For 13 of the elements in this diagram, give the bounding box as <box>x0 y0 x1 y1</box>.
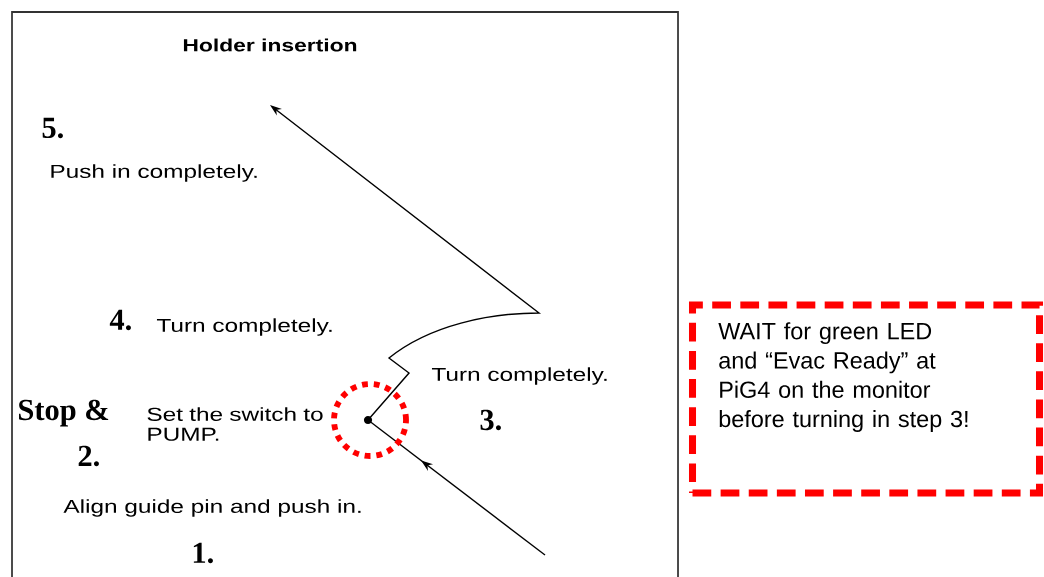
title: Holder insertion <box>183 38 357 52</box>
step-instruction: Turn completely. <box>431 367 607 385</box>
step-instruction: Push in completely. <box>51 164 257 182</box>
step-number: 5. <box>42 117 63 139</box>
step-instruction: Align guide pin and push in. <box>63 499 361 517</box>
step-instruction: Turn completely. <box>156 318 332 336</box>
step-number: Stop & <box>19 399 109 427</box>
step-number: 2. <box>78 445 99 467</box>
highlight-circle <box>331 381 409 459</box>
step-number: 1. <box>193 542 213 564</box>
step-number: 4. <box>109 309 131 331</box>
step-number: 3. <box>480 409 501 431</box>
note-box: WAIT for green LED and “Evac Ready” at PiG4 on the monitor before turning in step 3! <box>689 301 1044 497</box>
